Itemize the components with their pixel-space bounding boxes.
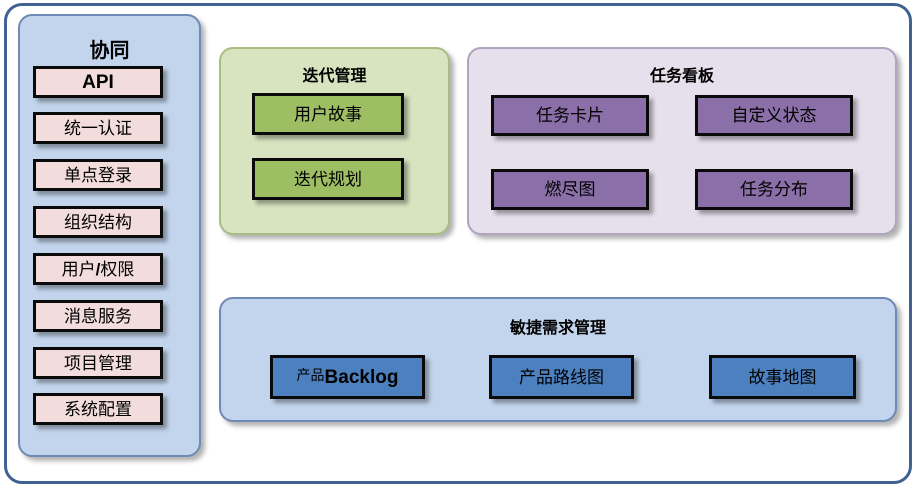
taskboard-item-label: 燃尽图 xyxy=(544,180,596,199)
sidebar-item-label: 系统配置 xyxy=(64,399,132,419)
agile-item-label: 故事地图 xyxy=(748,367,817,387)
iteration-item-iteration-planning[interactable]: 迭代规划 xyxy=(252,158,404,200)
sidebar-item-label-part: 用户 xyxy=(61,259,96,279)
panel-task-board-title: 任务看板 xyxy=(649,68,714,85)
iteration-item-label: 用户故事 xyxy=(294,104,362,124)
sidebar-item-label: API xyxy=(82,71,114,93)
agile-item-label-en: Backlog xyxy=(324,366,399,388)
sidebar-item-label: 统一认证 xyxy=(64,118,132,138)
sidebar-item-user-permission[interactable]: 用户/权限 xyxy=(33,253,163,285)
sidebar-item-api[interactable]: API xyxy=(33,66,163,98)
sidebar-item-system-config[interactable]: 系统配置 xyxy=(33,393,163,425)
sidebar-item-label-part: 权限 xyxy=(100,259,135,279)
sidebar-item-label: 单点登录 xyxy=(64,165,132,185)
taskboard-item-task-distribution[interactable]: 任务分布 xyxy=(695,169,853,210)
iteration-item-label: 迭代规划 xyxy=(294,169,362,189)
sidebar-item-label: 组织结构 xyxy=(64,212,132,232)
taskboard-item-label: 自定义状态 xyxy=(731,106,817,125)
panel-iteration-management-title: 迭代管理 xyxy=(302,68,367,85)
sidebar-item-sso[interactable]: 单点登录 xyxy=(33,159,163,191)
sidebar-item-label: 项目管理 xyxy=(64,353,132,373)
agile-item-story-map[interactable]: 故事地图 xyxy=(709,355,856,399)
agile-item-label-cn: 产品 xyxy=(296,369,325,384)
sidebar-item-unified-auth[interactable]: 统一认证 xyxy=(33,112,163,144)
sidebar-item-label: 消息服务 xyxy=(64,306,132,326)
taskboard-item-label: 任务卡片 xyxy=(536,106,604,125)
sidebar-item-message-service[interactable]: 消息服务 xyxy=(33,300,163,332)
taskboard-item-burndown-chart[interactable]: 燃尽图 xyxy=(491,169,649,210)
taskboard-item-custom-status[interactable]: 自定义状态 xyxy=(695,95,853,136)
taskboard-item-task-card[interactable]: 任务卡片 xyxy=(491,95,649,136)
iteration-item-user-story[interactable]: 用户故事 xyxy=(252,93,404,135)
panel-collaboration-title: 协同 xyxy=(89,40,130,62)
agile-item-label: 产品路线图 xyxy=(519,367,604,387)
sidebar-item-label-separator: / xyxy=(95,259,101,279)
taskboard-item-label: 任务分布 xyxy=(740,180,808,199)
panel-iteration-management[interactable]: 迭代管理 xyxy=(219,47,450,235)
agile-item-product-roadmap[interactable]: 产品路线图 xyxy=(489,355,634,399)
panel-agile-requirements-title: 敏捷需求管理 xyxy=(509,320,606,337)
sidebar-item-project-management[interactable]: 项目管理 xyxy=(33,347,163,379)
sidebar-item-org-structure[interactable]: 组织结构 xyxy=(33,206,163,238)
